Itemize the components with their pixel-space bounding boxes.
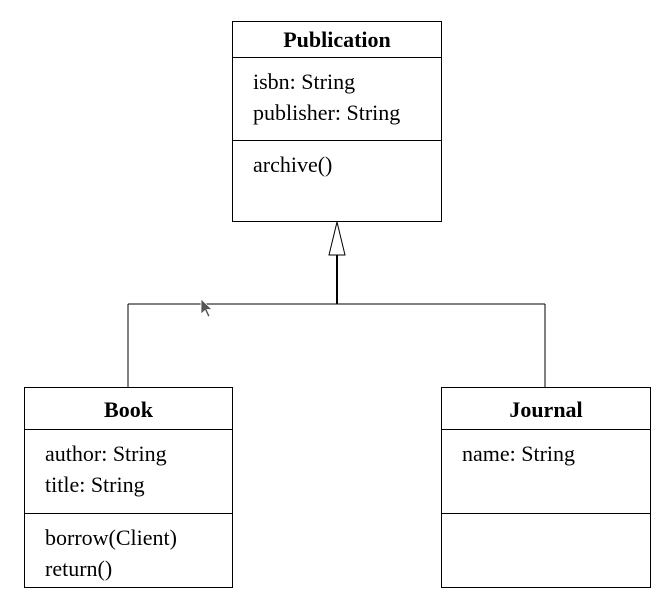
attribute: author: String (45, 441, 167, 466)
class-journal[interactable]: Journal name: String (441, 387, 651, 588)
operations-section (442, 514, 650, 522)
operations-section: borrow(Client) return() (25, 514, 232, 584)
attribute: name: String (462, 441, 576, 466)
class-book[interactable]: Book author: String title: String borrow… (24, 387, 233, 588)
mouse-pointer-icon (200, 298, 213, 318)
operations-section: archive() (233, 141, 441, 180)
generalization-arrowhead (328, 221, 346, 256)
class-publication[interactable]: Publication isbn: String publisher: Stri… (232, 21, 442, 222)
class-name: Book (25, 388, 232, 430)
class-name: Journal (442, 388, 650, 430)
attributes-section: isbn: String publisher: String (233, 58, 441, 141)
attributes-section: author: String title: String (25, 430, 232, 514)
attribute: isbn: String (253, 69, 356, 94)
attributes-section: name: String (442, 430, 650, 514)
operation: return() (45, 556, 113, 581)
attribute: publisher: String (253, 100, 401, 125)
operation: borrow(Client) (45, 525, 177, 550)
attribute: title: String (45, 472, 145, 497)
class-name: Publication (233, 22, 441, 58)
operation: archive() (253, 152, 333, 177)
